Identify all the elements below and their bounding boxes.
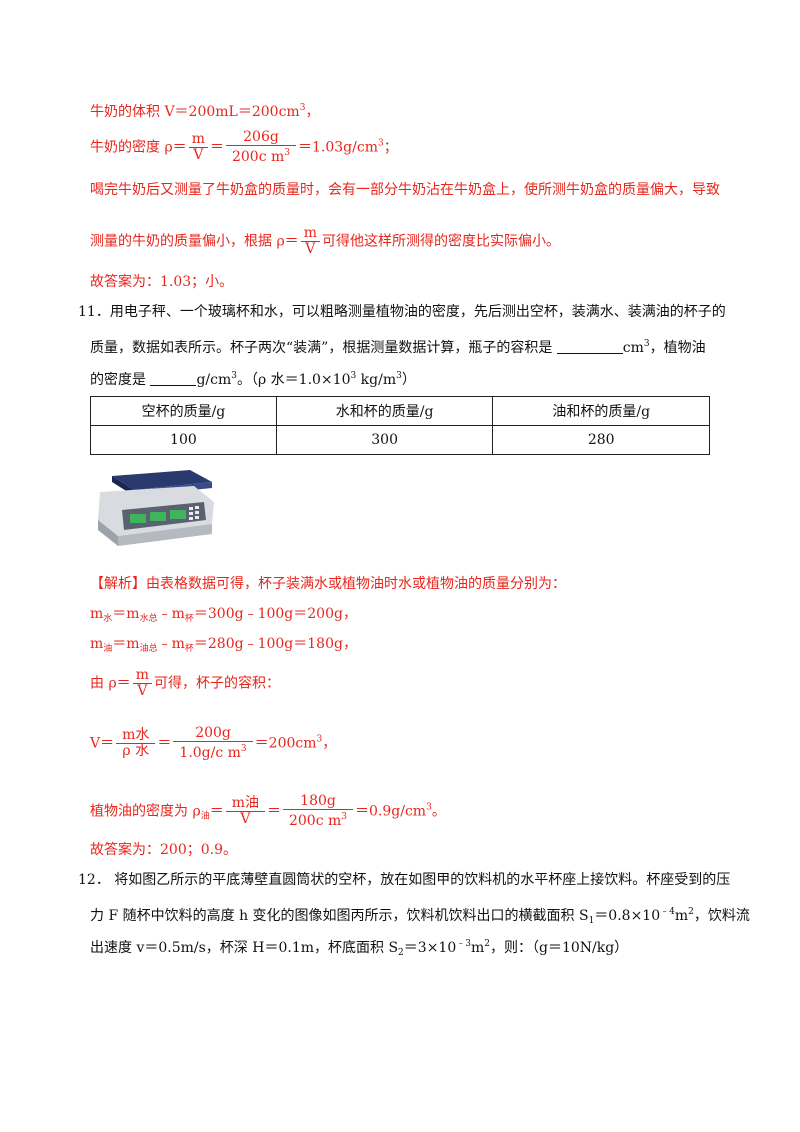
table-cell: 280	[492, 425, 710, 455]
q11-line-1: 11．用电子秤、一个玻璃杯和水，可以粗略测量植物油的密度，先后测出空杯，装满水、…	[78, 304, 726, 320]
q12-line-2: 力 F 随杯中饮料的高度 h 变化的图像如图丙所示，饮料机饮料出口的横截面积 S…	[90, 907, 750, 926]
oil-mass-line: m油＝m油总﹣m杯＝280g﹣100g＝180g，	[90, 636, 357, 654]
q11-line-3: 的密度是 g/cm3。（ρ 水＝1.0×103 kg/m3）	[90, 371, 416, 388]
answer-blank-volume[interactable]	[556, 339, 623, 354]
mass-data-table: 空杯的质量/g 水和杯的质量/g 油和杯的质量/g 100 300 280	[90, 396, 710, 455]
explanation-line-1: 喝完牛奶后又测量了牛奶盒的质量时，会有一部分牛奶沾在牛奶盒上，使所测牛奶盒的质量…	[90, 182, 720, 198]
q12-line-1: 12． 将如图乙所示的平底薄壁直圆筒状的空杯，放在如图甲的饮料机的水平杯座上接饮…	[78, 872, 731, 888]
milk-volume-line: 牛奶的体积 V＝200mL＝200cm3，	[90, 103, 320, 120]
q11-line-2: 质量，数据如表所示。杯子两次“装满”，根据测量数据计算，瓶子的容积是 cm3，植…	[90, 339, 706, 356]
q12-line-3: 出速度 v＝0.5m/s，杯深 H＝0.1m，杯底面积 S2＝3×10﹣3m2，…	[90, 939, 629, 958]
table-cell: 300	[275, 425, 494, 455]
table-header-row: 空杯的质量/g 水和杯的质量/g 油和杯的质量/g	[90, 396, 710, 426]
answer-blank-density[interactable]	[150, 371, 197, 386]
q11-answer: 故答案为：200；0.9。	[90, 842, 237, 858]
table-header-cell: 水和杯的质量/g	[275, 396, 494, 426]
table-header-cell: 油和杯的质量/g	[492, 396, 710, 426]
prev-answer: 故答案为：1.03；小。	[90, 274, 234, 290]
table-cell: 100	[90, 425, 277, 455]
water-mass-line: m水＝m水总﹣m杯＝300g﹣100g＝200g，	[90, 606, 357, 624]
electronic-scale-image	[98, 470, 214, 546]
table-header-cell: 空杯的质量/g	[90, 396, 277, 426]
table-row: 100 300 280	[90, 425, 710, 455]
analysis-intro: 【解析】由表格数据可得，杯子装满水或植物油时水或植物油的质量分别为：	[90, 576, 566, 592]
